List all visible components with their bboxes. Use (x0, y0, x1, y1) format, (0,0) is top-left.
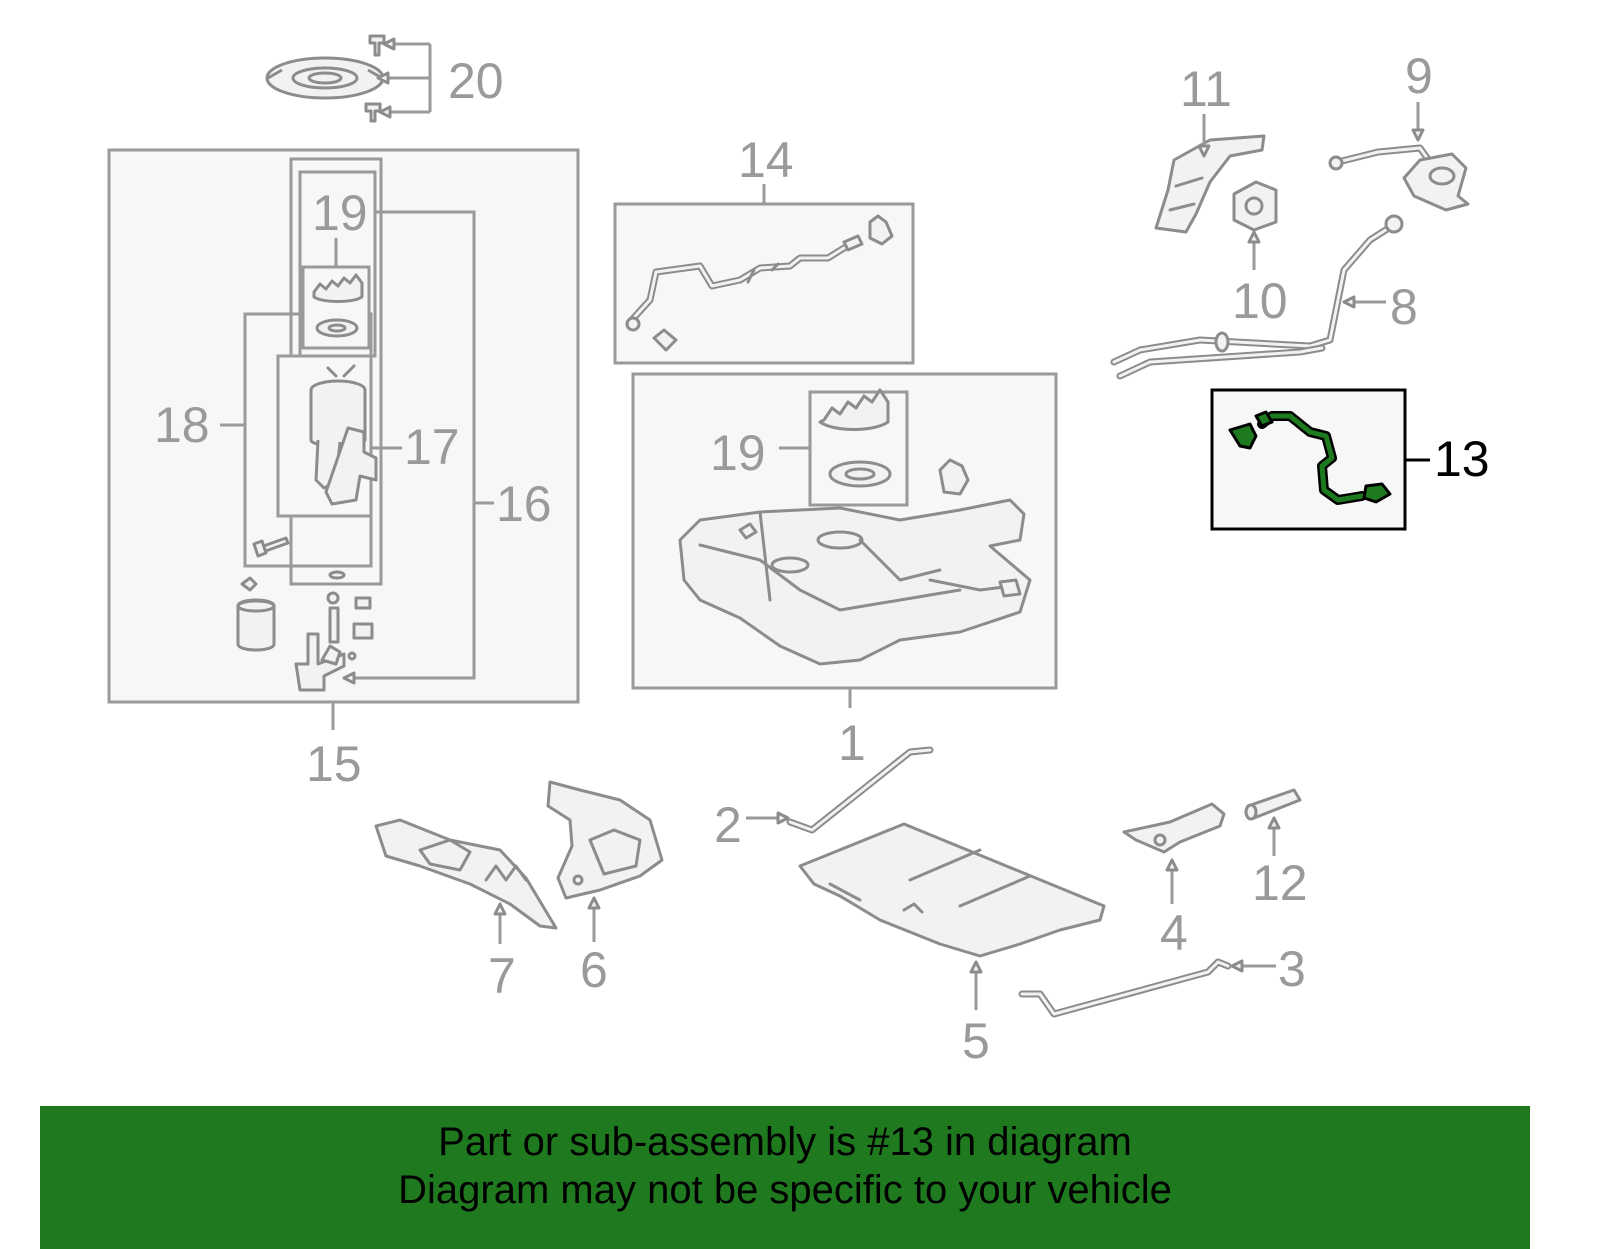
callout-1: 1 (838, 715, 866, 771)
arrow-8 (1342, 295, 1356, 309)
arrow-4 (1165, 858, 1179, 872)
arrow-16 (342, 671, 356, 685)
group-box-13 (1210, 388, 1407, 531)
part-18-bolt[interactable] (252, 536, 290, 558)
callout-20: 20 (448, 53, 504, 109)
callout-13: 13 (1434, 431, 1490, 487)
callout-9: 9 (1405, 48, 1433, 104)
part-2-tank-band[interactable] (786, 746, 934, 834)
part-1-fuel-tank[interactable] (678, 458, 1032, 666)
group-box-19a-outer (298, 170, 377, 358)
info-banner: Part or sub-assembly is #13 in diagram D… (40, 1106, 1530, 1249)
leader-20 (384, 42, 432, 114)
callout-5: 5 (962, 1013, 990, 1069)
part-12-hose[interactable] (1244, 788, 1302, 821)
part-7-heat-shield[interactable] (374, 818, 558, 930)
part-10-bracket[interactable] (1232, 180, 1278, 232)
callout-14: 14 (738, 132, 794, 188)
banner-disclaimer: Diagram may not be specific to your vehi… (398, 1168, 1172, 1212)
arrow-9 (1411, 128, 1425, 142)
callout-18: 18 (154, 397, 210, 453)
part-11-filler-neck-protector[interactable] (1154, 134, 1266, 234)
part-17-fuel-pump-assembly[interactable] (309, 364, 378, 506)
part-6-mudguard[interactable] (546, 780, 664, 900)
callout-19b: 19 (710, 425, 766, 481)
callout-2: 2 (714, 797, 742, 853)
part-13-fuel-vapor-hose[interactable] (1228, 410, 1392, 505)
part-19-lock-ring-a[interactable] (312, 273, 364, 338)
part-14-wire-harness[interactable] (625, 214, 894, 352)
part-20-access-cover[interactable] (265, 34, 386, 123)
callout-8: 8 (1390, 279, 1418, 335)
part-9-fuel-door-assembly[interactable] (1328, 144, 1470, 212)
part-16-small-components[interactable] (236, 570, 374, 692)
banner-part-note: Part or sub-assembly is #13 in diagram (438, 1120, 1132, 1164)
arrow-20b (376, 71, 390, 85)
arrow-3 (1230, 959, 1244, 973)
part-19-lock-ring-b[interactable] (818, 388, 892, 488)
arrow-5 (969, 960, 983, 974)
callout-11: 11 (1180, 61, 1232, 117)
callout-12: 12 (1252, 855, 1308, 911)
callout-3: 3 (1278, 941, 1306, 997)
callout-6: 6 (580, 942, 608, 998)
part-5-tank-protector[interactable] (798, 822, 1106, 958)
arrow-20c (378, 105, 392, 119)
callout-10: 10 (1232, 273, 1288, 329)
callout-16: 16 (496, 476, 552, 532)
part-4-bracket[interactable] (1122, 802, 1226, 854)
callout-19a: 19 (312, 185, 368, 241)
arrow-7 (493, 902, 507, 916)
arrow-20a (382, 37, 396, 51)
callout-7: 7 (488, 948, 516, 1004)
part-8-filler-pipe[interactable] (1110, 214, 1404, 380)
leader-16 (350, 210, 476, 680)
arrow-11 (1197, 144, 1211, 158)
callout-4: 4 (1160, 905, 1188, 961)
part-3-tank-band[interactable] (1018, 958, 1232, 1018)
arrow-12 (1267, 816, 1281, 830)
callout-15: 15 (306, 736, 362, 792)
arrow-6 (587, 896, 601, 910)
arrow-10 (1247, 230, 1261, 244)
arrow-2 (776, 811, 790, 825)
callout-17: 17 (404, 419, 460, 475)
